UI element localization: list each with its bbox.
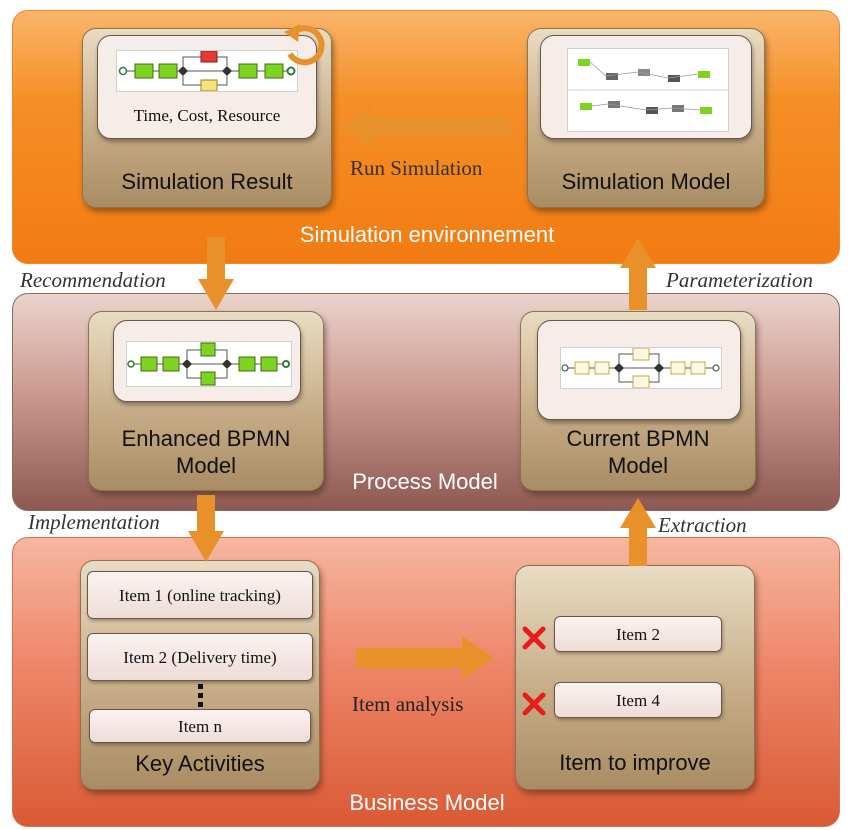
key-activities-card: Item 1 (online tracking) Item 2 (Deliver… — [80, 560, 320, 790]
simulation-environment-label: Simulation environnement — [299, 222, 555, 247]
improve-item: Item 4 — [554, 682, 722, 718]
current-bpmn-diagram — [561, 347, 720, 389]
item-analysis-label: Item analysis — [352, 692, 464, 716]
current-bpmn-thumbnail — [560, 347, 722, 389]
task-green — [238, 356, 256, 372]
ellipsis-dots — [198, 684, 203, 707]
task-green — [158, 63, 178, 79]
process-model-label: Process Model — [352, 469, 498, 494]
enhanced-bpmn-preview — [113, 320, 301, 402]
parameterization-arrow — [620, 238, 656, 310]
parameterization-label: Parameterization — [666, 268, 813, 292]
enhanced-bpmn-diagram — [127, 342, 290, 386]
sim-task — [700, 107, 712, 114]
cross-icon — [522, 692, 546, 716]
sim-task — [638, 69, 650, 76]
simulation-model-title: Simulation Model — [561, 169, 731, 194]
run-simulation-arrow — [338, 105, 510, 149]
start-event — [127, 360, 135, 368]
implementation-label: Implementation — [28, 510, 160, 534]
simulation-model-preview — [540, 35, 752, 139]
simulation-metrics-text: Time, Cost, Resource — [133, 106, 281, 125]
simulation-result-title: Simulation Result — [121, 169, 293, 194]
recommendation-label: Recommendation — [20, 268, 166, 292]
simulation-model-card: Simulation Model — [527, 28, 765, 208]
enhanced-bpmn-title-line1: Enhanced BPMN — [121, 426, 291, 451]
extraction-label: Extraction — [658, 513, 747, 537]
key-activity-item: Item n — [89, 709, 311, 743]
run-simulation-label: Run Simulation — [350, 156, 483, 180]
enhanced-bpmn-thumbnail — [126, 341, 292, 387]
task-green — [238, 63, 258, 79]
sim-task — [578, 59, 590, 66]
simulation-result-card: Time, Cost, Resource Simulation Result — [82, 28, 332, 208]
current-bpmn-title-line2: Model — [608, 453, 668, 478]
bpmn-result-diagram — [118, 50, 296, 92]
recommendation-arrow — [198, 237, 234, 310]
sim-task — [606, 73, 618, 80]
sim-task — [608, 101, 620, 108]
item-analysis-arrow — [356, 636, 494, 680]
key-activity-item: Item 2 (Delivery time) — [87, 633, 313, 681]
task-green — [134, 63, 154, 79]
current-bpmn-preview — [537, 320, 741, 420]
loop-icon — [284, 24, 325, 66]
improve-item: Item 2 — [554, 616, 722, 652]
implementation-arrow — [188, 495, 224, 562]
gateway — [222, 66, 232, 76]
gateway — [182, 359, 192, 369]
start-event — [118, 66, 128, 76]
key-activities-title: Key Activities — [135, 751, 265, 776]
task — [594, 361, 610, 375]
task-green — [140, 356, 158, 372]
enhanced-bpmn-title-line2: Model — [176, 453, 236, 478]
simulation-model-diagram — [568, 59, 728, 114]
simulation-result-preview: Time, Cost, Resource — [97, 35, 317, 139]
key-activity-item: Item 1 (online tracking) — [87, 571, 313, 619]
simulation-model-thumbnail — [567, 48, 729, 132]
task — [670, 361, 686, 375]
gateway — [654, 363, 664, 373]
cross-icon — [522, 626, 546, 650]
gateway — [614, 363, 624, 373]
sim-task — [668, 75, 680, 82]
task-green — [264, 63, 284, 79]
task-green — [162, 356, 180, 372]
end-event — [712, 364, 720, 372]
gateway — [178, 66, 188, 76]
bpmn-result-thumbnail — [116, 50, 298, 92]
business-model-label: Business Model — [349, 790, 505, 815]
task — [574, 361, 590, 375]
current-bpmn-card: Current BPMN Model — [520, 311, 756, 491]
task — [690, 361, 706, 375]
end-event — [286, 66, 296, 76]
start-event — [561, 364, 569, 372]
sim-task — [580, 103, 592, 110]
sim-task — [646, 107, 658, 114]
end-event — [282, 360, 290, 368]
enhanced-bpmn-card: Enhanced BPMN Model — [88, 311, 324, 491]
sim-task — [698, 71, 710, 78]
task-green — [260, 356, 278, 372]
current-bpmn-title-line1: Current BPMN — [566, 426, 710, 451]
item-to-improve-title: Item to improve — [559, 750, 711, 775]
gateway — [222, 359, 232, 369]
item-to-improve-card: Item 2 Item 4 Item to improve — [515, 565, 755, 790]
extraction-arrow — [620, 498, 656, 566]
